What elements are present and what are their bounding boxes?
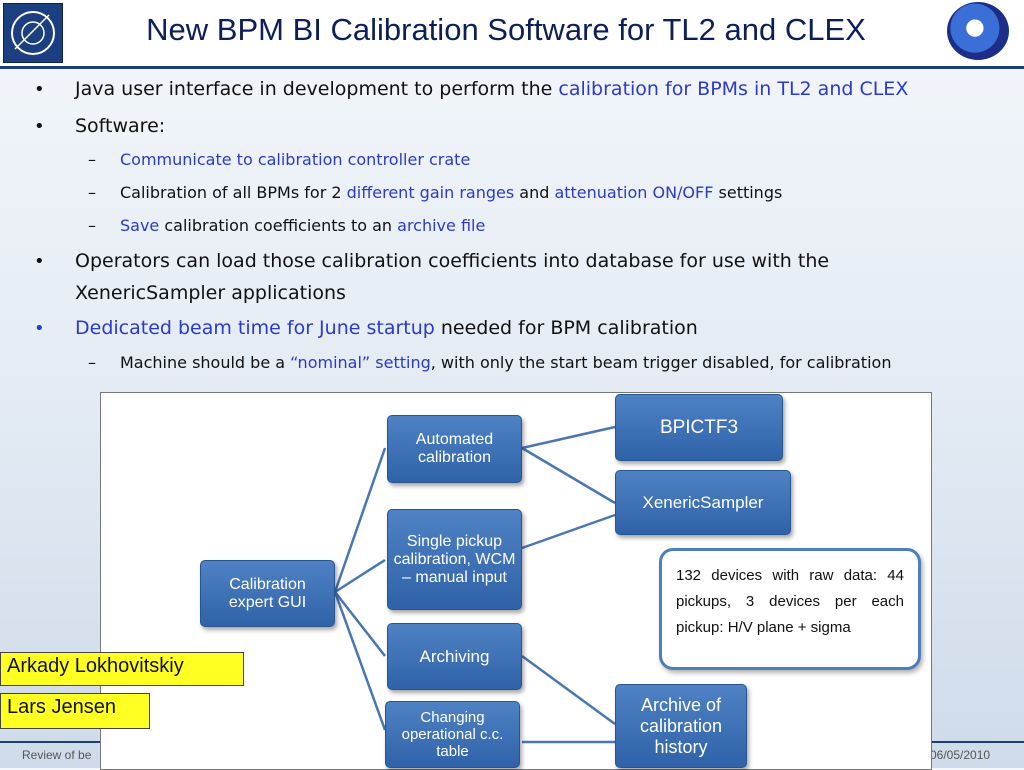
footer-text: Review of be <box>22 748 92 762</box>
single-pickup-box: Single pickup calibration, WCM – manual … <box>387 509 522 610</box>
devices-note: 132 devices with raw data: 44 pickups, 3… <box>659 548 921 670</box>
sub-bullet-4-text-1: Machine should be a <box>120 353 291 372</box>
archive-history-box: Archive of calibration history <box>615 684 747 768</box>
connector-archiving-history <box>521 654 616 726</box>
sub-bullet-4-highlight: “nominal” setting <box>290 353 431 372</box>
sub-bullet-3: Save calibration coefficients to an arch… <box>120 216 485 235</box>
sub-bullet-4: Machine should be a “nominal” setting, w… <box>120 353 891 372</box>
calibration-gui-box: Calibration expert GUI <box>200 560 335 627</box>
automated-calibration-box: Automated calibration <box>387 415 522 483</box>
connector-gui-automated <box>333 447 387 593</box>
archiving-box: Archiving <box>387 623 522 690</box>
connector-gui-single <box>334 558 386 594</box>
sub-bullet-3-marker: – <box>88 216 96 235</box>
bullet-3-marker: • <box>34 251 45 272</box>
author-name-1: Arkady Lokhovitskiy <box>0 652 244 686</box>
sub-bullet-4-marker: – <box>88 353 96 372</box>
bullet-1-highlight: calibration for BPMs in TL2 and CLEX <box>558 78 909 100</box>
connector-single-xeneric <box>521 513 616 550</box>
bullet-3-line-2: XenericSampler applications <box>75 282 346 304</box>
bullet-4-marker: • <box>34 318 45 339</box>
bullet-4: Dedicated beam time for June startup nee… <box>75 317 698 339</box>
connector-automated-xeneric <box>521 446 616 505</box>
connector-gui-archiving <box>334 591 386 657</box>
bullet-2: Software: <box>75 115 166 137</box>
xenericsampler-box: XenericSampler <box>615 470 791 535</box>
sub-bullet-1-marker: – <box>88 150 96 169</box>
connector-gui-changing <box>333 591 387 731</box>
sub-bullet-2-text-3: settings <box>713 183 783 202</box>
bullet-4-highlight: Dedicated beam time for June startup <box>75 317 435 339</box>
bullet-1-marker: • <box>34 79 45 100</box>
sub-bullet-3-text: calibration coefficients to an <box>159 216 398 235</box>
sub-bullet-2-text-1: Calibration of all BPMs for 2 <box>120 183 347 202</box>
bullet-1-text: Java user interface in development to pe… <box>75 78 559 100</box>
connector-automated-bpictf3 <box>521 425 616 450</box>
sub-bullet-3-highlight-1: Save <box>120 216 160 235</box>
cern-logo-icon <box>3 3 63 63</box>
bullet-4-text: needed for BPM calibration <box>434 317 698 339</box>
sub-bullet-2-text-2: and <box>514 183 555 202</box>
sub-bullet-2-marker: – <box>88 183 96 202</box>
ctf3-logo-icon <box>947 2 1009 60</box>
slide-header: New BPM BI Calibration Software for TL2 … <box>0 0 1024 66</box>
changing-table-box: Changing operational c.c. table <box>385 701 520 768</box>
bullet-2-marker: • <box>34 116 45 137</box>
bpictf3-box: BPICTF3 <box>615 394 783 461</box>
sub-bullet-2-highlight-2: attenuation ON/OFF <box>554 183 714 202</box>
sub-bullet-1: Communicate to calibration controller cr… <box>120 150 471 169</box>
bullet-3-line-1: Operators can load those calibration coe… <box>75 250 830 272</box>
author-name-2: Lars Jensen <box>0 693 150 729</box>
footer-date: 06/05/2010 <box>930 748 991 762</box>
sub-bullet-3-highlight-2: archive file <box>397 216 486 235</box>
sub-bullet-2-highlight-1: different gain ranges <box>346 183 515 202</box>
bullet-1: Java user interface in development to pe… <box>75 78 908 100</box>
slide-title: New BPM BI Calibration Software for TL2 … <box>146 12 866 47</box>
sub-bullet-4-text-2: , with only the start beam trigger disab… <box>430 353 892 372</box>
sub-bullet-2: Calibration of all BPMs for 2 different … <box>120 183 782 202</box>
header-divider <box>0 66 1024 69</box>
